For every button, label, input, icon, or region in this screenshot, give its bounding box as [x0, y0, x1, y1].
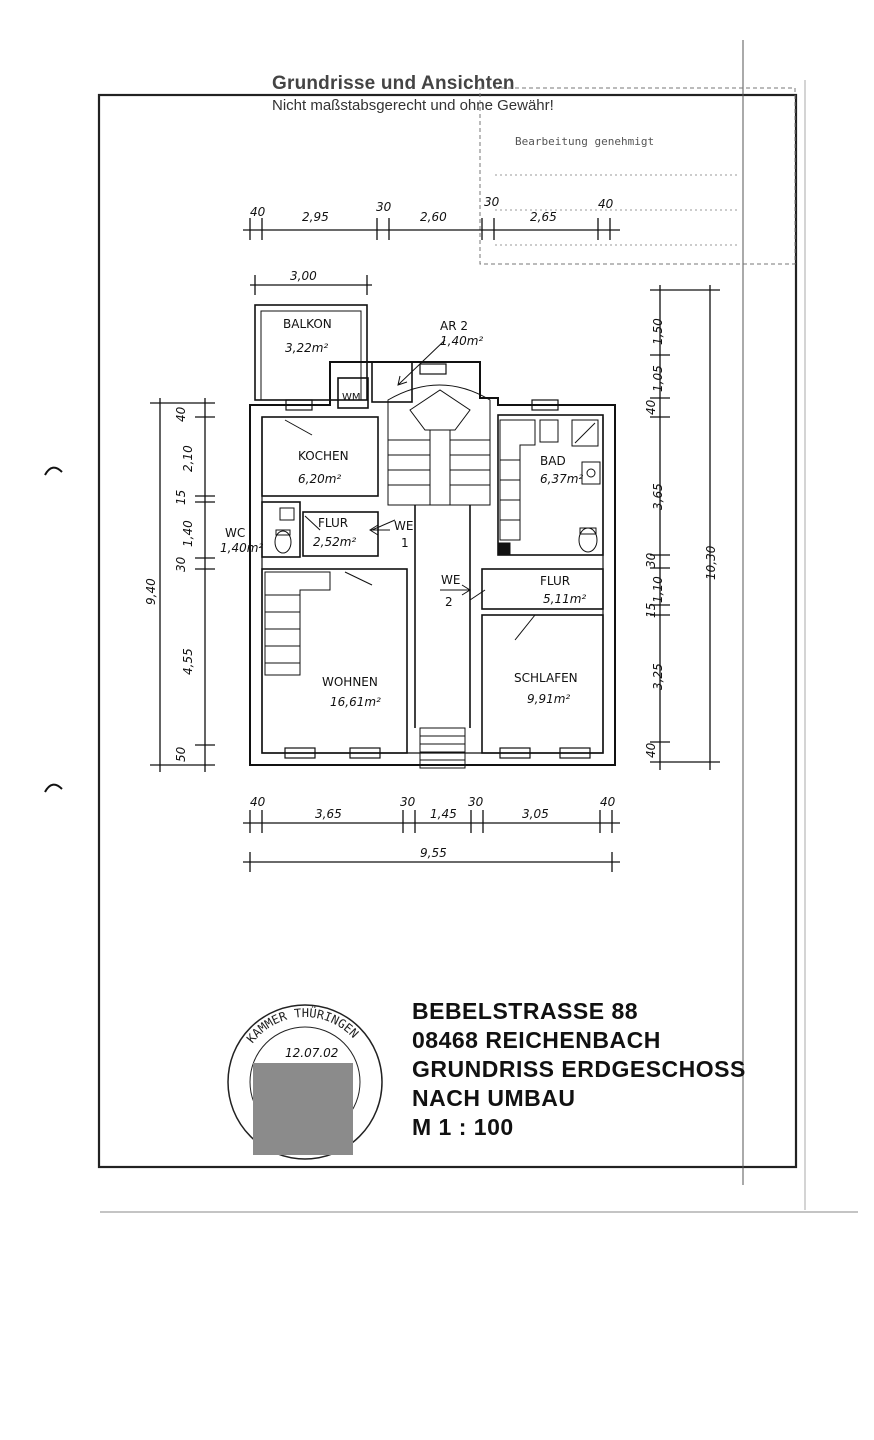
room-label-kochen: KOCHEN [298, 449, 349, 463]
room-label-balkon: BALKON [283, 317, 332, 331]
dim-label: 9,40 [144, 578, 158, 605]
dim-label: 9,55 [420, 846, 447, 860]
seal-text: KAMMER THÜRINGEN [244, 1004, 362, 1046]
room-label-flur-2: FLUR [540, 574, 570, 588]
building-walls [249, 304, 616, 766]
dim-label: 40 [598, 197, 614, 211]
dim-left [150, 398, 215, 772]
dim-label: 1,50 [651, 318, 665, 345]
dim-right [650, 285, 720, 770]
header-subtitle: Nicht maßstabsgerecht und ohne Gewähr! [272, 97, 554, 114]
dim-label: 40 [250, 795, 266, 809]
room-num-we-2: 2 [445, 595, 453, 609]
room-area-schlafen: 9,91m² [527, 692, 570, 706]
dim-label: 40 [250, 205, 266, 219]
stairs [264, 384, 536, 769]
room-label-ar2: AR 2 [440, 319, 468, 333]
room-area-kochen: 6,20m² [298, 472, 341, 486]
faded-stamp-box: Bearbeitung genehmigt [479, 87, 796, 265]
dim-label: 40 [644, 742, 658, 758]
room-label-bad: BAD [540, 454, 566, 468]
dim-label: 3,05 [522, 807, 549, 821]
dim-label: 2,60 [420, 210, 447, 224]
room-label-schlafen: SCHLAFEN [514, 671, 578, 685]
room-label-flur-1: FLUR [318, 516, 348, 530]
dim-label: 30 [484, 195, 500, 209]
title-block-drawing: GRUNDRISS ERDGESCHOSS [412, 1056, 746, 1082]
room-label-we-1: WE [394, 519, 413, 533]
room-label-wohnen: WOHNEN [322, 675, 378, 689]
punch-mark [44, 783, 63, 793]
dim-label: 30 [644, 552, 658, 568]
dim-label: 1,40 [181, 520, 195, 547]
dim-label: 50 [174, 746, 188, 762]
title-block-scale: M 1 : 100 [412, 1114, 514, 1140]
svg-text:Bearbeitung genehmigt: Bearbeitung genehmigt [515, 135, 654, 148]
dim-bottom [243, 810, 620, 872]
room-labels: BALKON 3,22m² AR 2 1,40m² WM KOCHEN 6,20… [220, 317, 586, 709]
header-title: Grundrisse und Ansichten [272, 73, 515, 94]
dim-label: 3,65 [315, 807, 342, 821]
seal-date: 12.07.02 [285, 1046, 338, 1060]
room-area-bad: 6,37m² [540, 472, 583, 486]
title-block-street: BEBELSTRASSE 88 [412, 998, 639, 1024]
room-label-we-2: WE [441, 573, 460, 587]
room-label-wm: WM [342, 392, 361, 403]
room-area-ar2: 1,40m² [440, 334, 483, 348]
dim-label: 15 [644, 603, 658, 618]
title-block-city: 08468 REICHENBACH [412, 1027, 661, 1053]
room-area-balkon: 3,22m² [285, 341, 328, 355]
dim-label: 1,05 [651, 365, 665, 392]
dim-label: 1,45 [430, 807, 457, 821]
room-area-wohnen: 16,61m² [330, 695, 381, 709]
room-label-wc: WC [225, 526, 245, 540]
dim-label: 40 [644, 399, 658, 415]
room-area-wc: 1,40m² [220, 541, 263, 555]
dim-label: 30 [174, 556, 188, 572]
dim-label: 3,65 [651, 483, 665, 510]
dim-label: 30 [400, 795, 416, 809]
dim-top [243, 218, 620, 240]
dim-label: 4,55 [181, 648, 195, 675]
dim-label: 15 [174, 490, 188, 505]
drawing-frame [97, 93, 798, 1169]
dim-label: 2,10 [181, 445, 195, 472]
dim-label: 40 [600, 795, 616, 809]
dim-label: 40 [174, 406, 188, 422]
room-num-we-1: 1 [401, 536, 409, 550]
dim-label: 2,65 [530, 210, 557, 224]
dim-label: 30 [376, 200, 392, 214]
room-area-flur-2: 5,11m² [543, 592, 586, 606]
dim-label: 30 [468, 795, 484, 809]
dim-balcony [250, 275, 372, 295]
title-block-status: NACH UMBAU [412, 1085, 576, 1111]
dim-label: 1,10 [651, 576, 665, 603]
dim-label: 3,00 [290, 269, 317, 283]
punch-mark [44, 466, 63, 476]
dim-label: 3,25 [651, 663, 665, 690]
room-area-flur-1: 2,52m² [313, 535, 356, 549]
dim-label: 10,30 [704, 545, 718, 580]
fixtures [274, 339, 601, 759]
dim-label: 2,95 [302, 210, 329, 224]
redacted-signature [253, 1063, 353, 1155]
